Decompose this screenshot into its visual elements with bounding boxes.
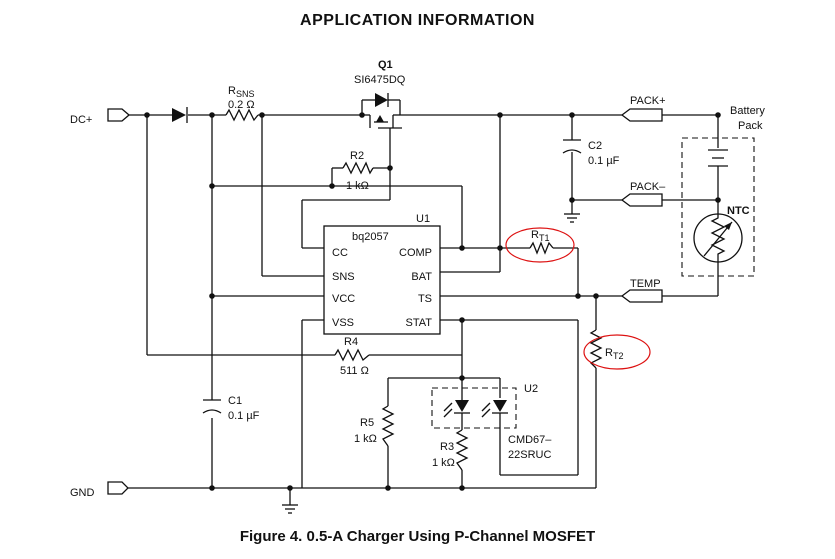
battery-label-line1: Battery bbox=[730, 105, 765, 117]
ntc-thermistor: NTC bbox=[693, 205, 750, 263]
r2-label: R2 bbox=[350, 150, 364, 162]
rt1-highlight bbox=[505, 227, 575, 263]
u1-pin-vcc: VCC bbox=[332, 293, 355, 305]
junctions bbox=[144, 112, 721, 491]
u2-label: U2 bbox=[524, 383, 538, 395]
u1-label: U1 bbox=[416, 213, 430, 225]
u2-part-line2: 22SRUC bbox=[508, 449, 551, 461]
figure-caption: Figure 4. 0.5-A Charger Using P-Channel … bbox=[239, 528, 596, 545]
rsns-label: RSNS bbox=[228, 85, 254, 99]
u1-part: bq2057 bbox=[352, 231, 389, 243]
u1-pin-stat: STAT bbox=[406, 317, 433, 329]
mosfet-q1: Q1 SI6475DQ bbox=[354, 59, 406, 129]
terminal-gnd: GND bbox=[70, 481, 129, 499]
resistor-r3: R3 1 kΩ bbox=[432, 429, 469, 471]
capacitor-c2: C2 0.1 µF bbox=[562, 139, 620, 223]
diagram-heading: APPLICATION INFORMATION bbox=[300, 12, 535, 29]
terminal-temp: TEMP bbox=[620, 278, 663, 303]
c2-label: C2 bbox=[588, 140, 602, 152]
u1-pin-comp: COMP bbox=[399, 247, 432, 259]
resistor-r4: R4 511 Ω bbox=[334, 336, 370, 377]
resistor-rt1: RT1 bbox=[505, 227, 575, 263]
r3-label: R3 bbox=[440, 441, 454, 453]
ntc-label: NTC bbox=[727, 205, 750, 217]
capacitor-c1: C1 0.1 µF bbox=[202, 395, 260, 422]
r3-value: 1 kΩ bbox=[432, 457, 455, 469]
rt2-highlight bbox=[583, 334, 651, 370]
terminal-pack-plus: PACK+ bbox=[620, 95, 666, 122]
r4-label: R4 bbox=[344, 336, 358, 348]
temp-label: TEMP bbox=[630, 278, 661, 290]
resistor-r2: R2 1 kΩ bbox=[342, 150, 374, 192]
rsns-value: 0.2 Ω bbox=[228, 99, 255, 111]
resistor-rsns: RSNS 0.2 Ω bbox=[225, 85, 259, 122]
u1-pin-vss: VSS bbox=[332, 317, 354, 329]
u1-pin-cc: CC bbox=[332, 247, 348, 259]
q1-part: SI6475DQ bbox=[354, 74, 406, 86]
dc-plus-label: DC+ bbox=[70, 114, 92, 126]
terminal-pack-minus: PACK– bbox=[620, 181, 666, 207]
u1-pin-sns: SNS bbox=[332, 271, 355, 283]
battery-label-line2: Pack bbox=[738, 120, 763, 132]
wires bbox=[128, 114, 719, 505]
u2-part-line1: CMD67– bbox=[508, 434, 552, 446]
terminal-dc-plus: DC+ bbox=[70, 108, 130, 126]
c1-label: C1 bbox=[228, 395, 242, 407]
led-u2: U2 CMD67– 22SRUC bbox=[431, 383, 552, 461]
c2-value: 0.1 µF bbox=[588, 155, 620, 167]
resistor-rt2: RT2 bbox=[583, 329, 651, 370]
r2-value: 1 kΩ bbox=[346, 180, 369, 192]
ic-u1: U1 bq2057 CC SNS VCC VSS COMP BAT TS STA… bbox=[323, 213, 441, 335]
r5-value: 1 kΩ bbox=[354, 433, 377, 445]
u1-pin-bat: BAT bbox=[411, 271, 432, 283]
pack-plus-label: PACK+ bbox=[630, 95, 666, 107]
c1-value: 0.1 µF bbox=[228, 410, 260, 422]
resistor-r5: R5 1 kΩ bbox=[354, 405, 395, 447]
battery-pack: Battery Pack NTC bbox=[681, 105, 765, 277]
u1-pin-ts: TS bbox=[418, 293, 432, 305]
q1-label: Q1 bbox=[378, 59, 393, 71]
gnd-label: GND bbox=[70, 487, 95, 499]
diode-d1 bbox=[172, 107, 188, 123]
r4-value: 511 Ω bbox=[340, 365, 369, 377]
rt2-label: RT2 bbox=[605, 347, 623, 361]
rt1-label: RT1 bbox=[531, 229, 549, 243]
ground-symbol bbox=[282, 504, 298, 514]
pack-minus-label: PACK– bbox=[630, 181, 666, 193]
r5-label: R5 bbox=[360, 417, 374, 429]
